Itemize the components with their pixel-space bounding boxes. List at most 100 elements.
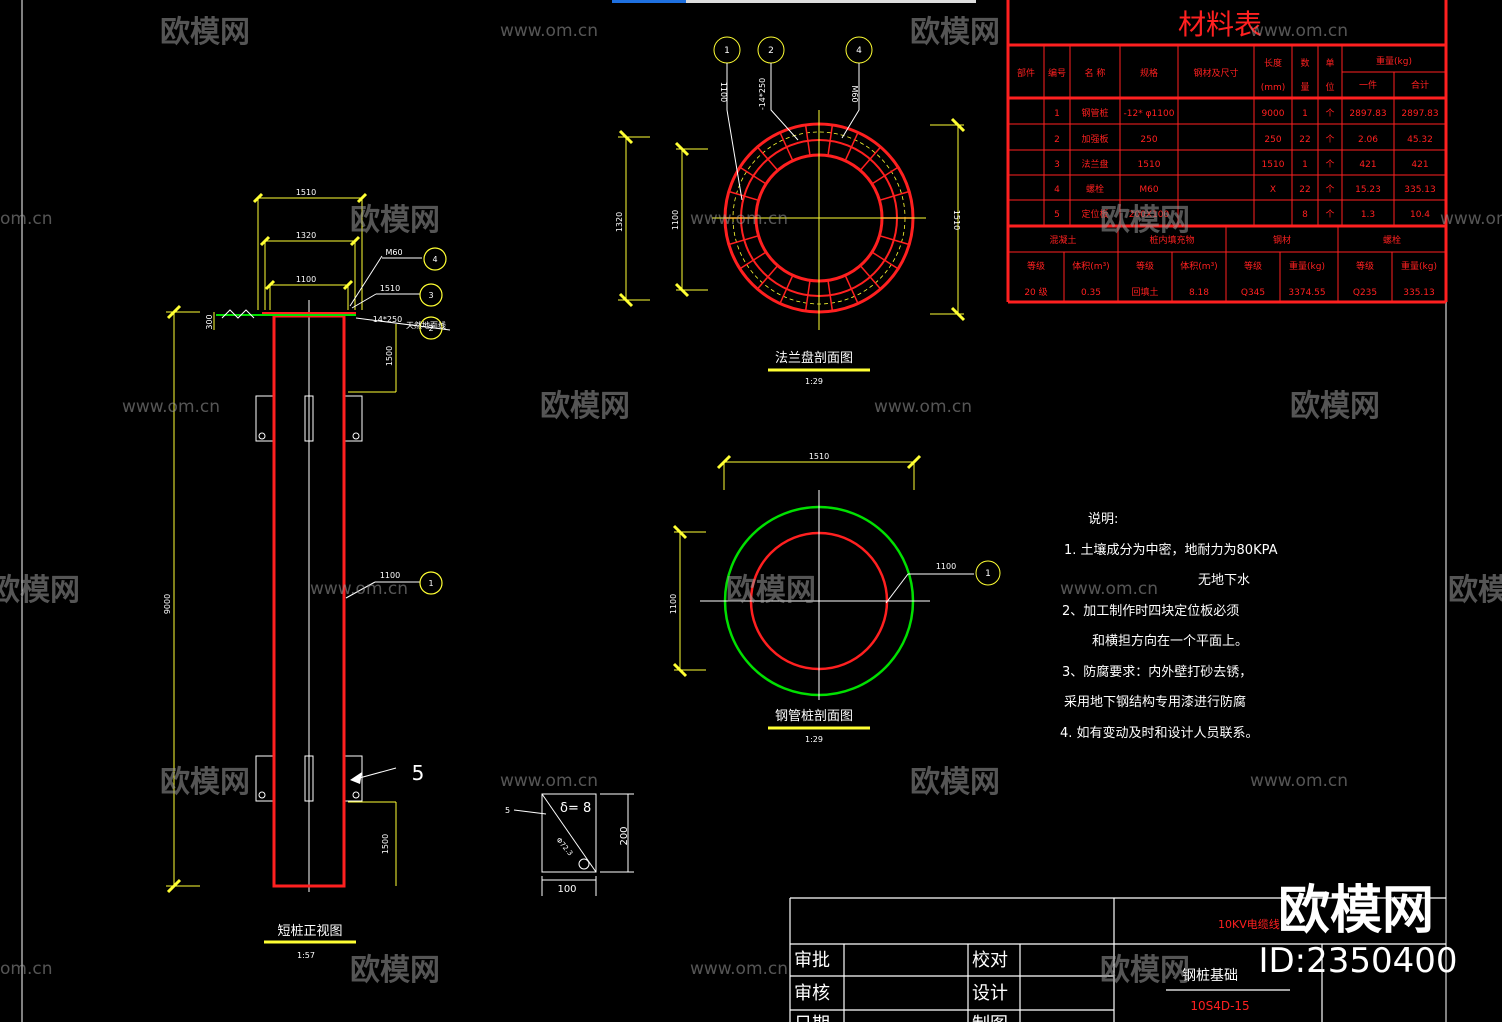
mat-summary-group: 钢材 (1273, 234, 1291, 246)
flange-rib (871, 251, 899, 270)
note-1: 1. 土壤成分为中密，地耐力为80KPA (1064, 542, 1278, 558)
wm-brand-2: 欧模网 (910, 15, 1000, 50)
front-callout-4: 4 (432, 255, 437, 264)
tb-design: 设计 (972, 983, 1008, 1004)
wm-brand-8: 欧模网 (726, 573, 816, 608)
front-callout-1: 1 (428, 579, 433, 588)
mat-summary-value: 20 级 (1024, 286, 1047, 298)
pipe-section: 1 1100 1510 1100 钢管桩剖面图 1:29 (669, 452, 1001, 744)
mat-cell-unit: 个 (1325, 159, 1334, 170)
pipe-dim-label: 1100 (936, 562, 956, 571)
wm-brand-11: 欧模网 (910, 765, 1000, 800)
flange-rib (844, 274, 859, 304)
front-label-plate: -14*250 (370, 315, 402, 324)
plate-hole-dia: Φ72.3 (554, 836, 574, 857)
wm-brand-1: 欧模网 (160, 15, 250, 50)
flange-rib (804, 280, 811, 312)
mat-cell-no: 5 (1054, 210, 1060, 220)
mat-cell-total: 45.32 (1407, 135, 1433, 145)
flange-callout-1: 1 (724, 46, 730, 56)
mat-cell-each: 2.06 (1358, 135, 1378, 145)
wm-brand-10: 欧模网 (160, 765, 250, 800)
flange-dim-1100-top: 1100 (719, 82, 728, 102)
plate-thickness: δ= 8 (560, 801, 591, 816)
hdr-no: 编号 (1048, 67, 1066, 79)
flange-rib (739, 251, 767, 270)
wm-site-3: om.cn (0, 209, 53, 229)
mat-cell-qty: 1 (1302, 160, 1308, 170)
front-dim-1500-top: 1500 (385, 346, 394, 366)
mat-cell-total: 421 (1411, 160, 1428, 170)
hdr-unit: 单 (1325, 57, 1334, 69)
tb-project: 10KV电缆线 (1218, 917, 1280, 931)
mat-summary-sub: 等级 (1244, 260, 1262, 272)
front-label-ground: 天然地面线 (406, 320, 446, 330)
hdr-qty2: 量 (1300, 82, 1309, 93)
flange-section-title: 法兰盘剖面图 (775, 350, 853, 366)
hdr-part: 部件 (1017, 67, 1035, 79)
hdr-size: 钢材及尺寸 (1193, 67, 1238, 79)
mat-cell-spec: 1510 (1138, 160, 1161, 170)
mat-cell-name: 法兰盘 (1081, 158, 1108, 170)
mat-cell-no: 3 (1054, 160, 1060, 170)
front-label-pipe: 1100 (380, 571, 400, 580)
wm-site-2: www.om.cn (1250, 21, 1348, 41)
tb-check: 校对 (972, 950, 1008, 971)
flange-rib (756, 146, 779, 171)
mat-cell-qty: 1 (1302, 109, 1308, 119)
flange-rib (827, 280, 834, 312)
hdr-name: 名 称 (1085, 67, 1106, 79)
front-label-flange: 1510 (380, 284, 400, 293)
wm-brand-9: 欧模网 (1448, 573, 1502, 608)
watermark-corner: 欧模网 ID:2350400 (1258, 881, 1457, 981)
mat-summary-group: 螺栓 (1383, 234, 1401, 246)
mat-cell-length: X (1270, 185, 1276, 195)
tb-draw: 制图 (972, 1014, 1008, 1022)
flange-rib (871, 166, 899, 185)
front-dim-300: 300 (205, 314, 214, 329)
wm-brand-13: 欧模网 (1100, 953, 1190, 988)
plate-callout-5: 5 (505, 806, 510, 815)
pipe-callout-1: 1 (985, 569, 991, 579)
note-4: 4. 如有变动及时和设计人员联系。 (1060, 725, 1259, 741)
front-dim-1500-bottom: 1500 (381, 834, 390, 854)
front-view: 4 3 2 1 1510 1320 1100 M60 1510 -14*250 … (163, 188, 451, 960)
wm-brand-3: 欧模网 (350, 203, 440, 238)
hdr-length: 长度 (1264, 57, 1282, 69)
pipe-dim-1100: 1100 (669, 594, 678, 614)
mat-cell-qty: 8 (1302, 210, 1308, 220)
mat-cell-name: 定位板 (1081, 208, 1108, 220)
wm-brand-6: 欧模网 (1290, 389, 1380, 424)
notes-heading: 说明: (1088, 512, 1119, 527)
wm-site-13: www.om.cn (690, 959, 788, 979)
mat-cell-no: 2 (1054, 135, 1060, 145)
flange-rib (804, 124, 811, 156)
mat-summary-sub: 等级 (1027, 260, 1045, 272)
drawing-frame (21, 0, 1447, 1022)
flange-callout-4: 4 (856, 46, 862, 56)
hdr-each: 一件 (1359, 79, 1377, 91)
mat-cell-length: 1510 (1262, 160, 1285, 170)
note-3b: 采用地下钢结构专用漆进行防腐 (1064, 695, 1247, 710)
flange-rib (859, 146, 882, 171)
flange-rib (739, 166, 767, 185)
mat-cell-spec: 200X100 (1129, 210, 1170, 220)
front-callout-3: 3 (428, 291, 433, 300)
tb-review: 审核 (794, 983, 830, 1004)
mat-cell-unit: 个 (1325, 108, 1334, 119)
plate-height: 200 (619, 826, 630, 845)
mat-cell-length: 250 (1264, 135, 1281, 145)
flange-rib (859, 265, 882, 290)
hdr-unit2: 位 (1325, 81, 1334, 93)
flange-dim-1100: 1100 (671, 210, 680, 230)
flange-rib (779, 132, 794, 162)
mat-summary-value: 3374.55 (1288, 288, 1325, 298)
front-view-scale: 1:57 (297, 951, 315, 960)
mat-cell-no: 1 (1054, 109, 1060, 119)
note-1b: 无地下水 (1198, 573, 1251, 588)
title-block: 审批 校对 审核 设计 日期 制图 10KV电缆线 钢桩基础 10S4D-15 (789, 897, 1446, 1022)
note-2: 2、加工制作时四块定位板必须 (1062, 603, 1240, 619)
mat-cell-total: 2897.83 (1401, 109, 1438, 119)
wm-site-9: www.om.cn (1060, 579, 1158, 599)
